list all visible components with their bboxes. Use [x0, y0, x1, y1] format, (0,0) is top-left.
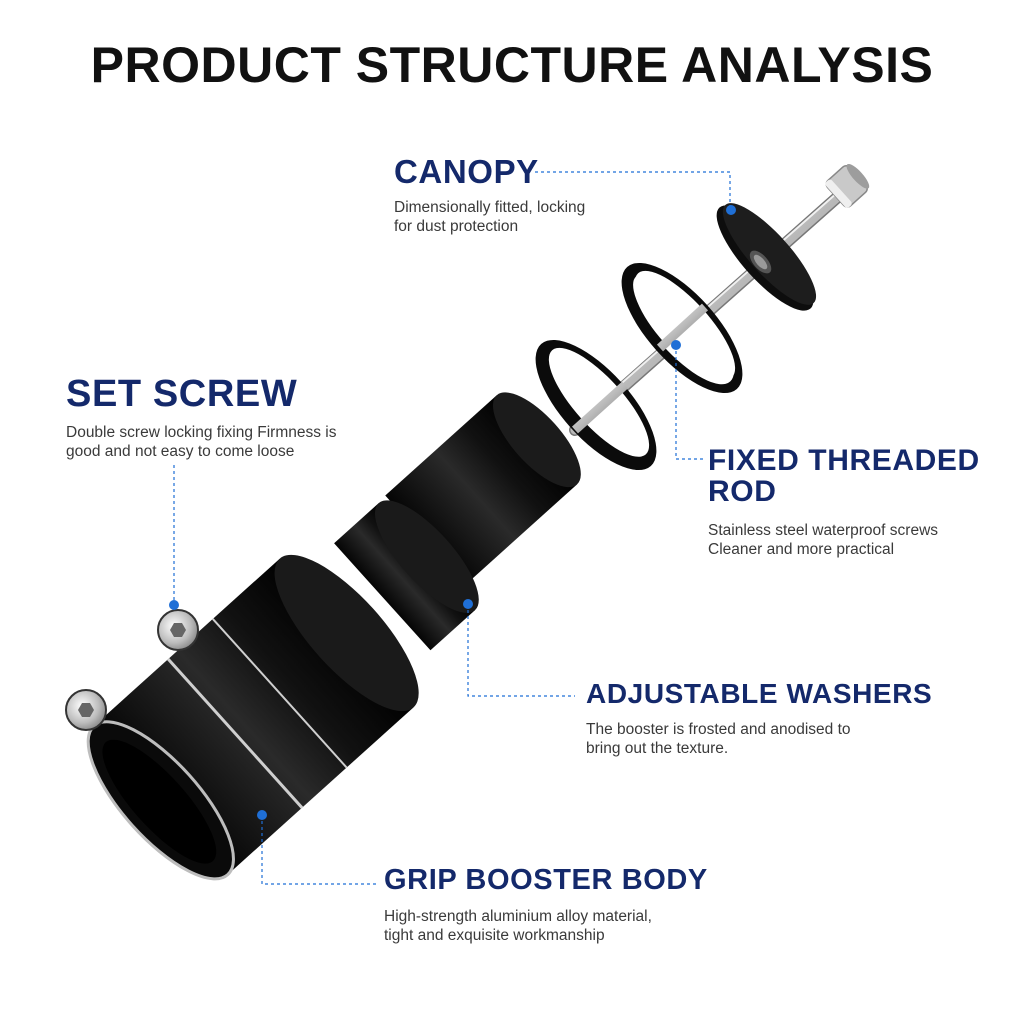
- callout-set-screw: SET SCREW Double screw locking fixing Fi…: [66, 375, 336, 461]
- fixed-rod-description: Stainless steel waterproof screws Cleane…: [708, 521, 980, 559]
- booster-body: [65, 392, 581, 881]
- callout-body: GRIP BOOSTER BODY High-strength aluminiu…: [384, 866, 708, 945]
- fixed-rod-heading-line: FIXED THREADED: [708, 444, 980, 477]
- set-screw-desc-line: good and not easy to come loose: [66, 443, 295, 460]
- leader-dots: [169, 205, 736, 820]
- body-desc-line: High-strength aluminium alloy material,: [384, 908, 652, 925]
- body-desc-line: tight and exquisite workmanship: [384, 927, 605, 944]
- set-screw-description: Double screw locking fixing Firmness is …: [66, 423, 336, 461]
- fixed-rod-heading-line: ROD: [708, 475, 777, 508]
- fixed-rod-heading: FIXED THREADED ROD: [708, 445, 980, 507]
- canopy-heading: CANOPY: [394, 153, 539, 190]
- washers-heading: ADJUSTABLE WASHERS: [586, 678, 933, 709]
- canopy-description: Dimensionally fitted, locking for dust p…: [394, 198, 585, 236]
- fixed-rod-desc-line: Cleaner and more practical: [708, 541, 895, 558]
- page-title: PRODUCT STRUCTURE ANALYSIS: [90, 37, 934, 93]
- body-heading: GRIP BOOSTER BODY: [384, 864, 708, 896]
- set-screw-lower: [65, 689, 107, 731]
- fixed-rod-desc-line: Stainless steel waterproof screws: [708, 522, 939, 539]
- leader-lines: [173, 171, 731, 885]
- canopy-cap: [716, 203, 817, 311]
- body-description: High-strength aluminium alloy material, …: [384, 907, 708, 945]
- washers-desc-line: The booster is frosted and anodised to: [586, 721, 851, 738]
- callout-fixed-rod: FIXED THREADED ROD Stainless steel water…: [708, 445, 980, 559]
- canopy-desc-line: Dimensionally fitted, locking: [394, 199, 586, 216]
- callout-canopy: CANOPY Dimensionally fitted, locking for…: [394, 155, 585, 236]
- washer-lower: [535, 339, 657, 471]
- set-screw-upper: [157, 609, 199, 651]
- set-screw-desc-line: Double screw locking fixing Firmness is: [66, 424, 337, 441]
- callout-washers: ADJUSTABLE WASHERS The booster is froste…: [586, 680, 932, 758]
- canopy-desc-line: for dust protection: [394, 218, 519, 235]
- set-screw-heading: SET SCREW: [66, 373, 298, 415]
- washers-description: The booster is frosted and anodised to b…: [586, 720, 932, 758]
- washers-desc-line: bring out the texture.: [586, 740, 729, 757]
